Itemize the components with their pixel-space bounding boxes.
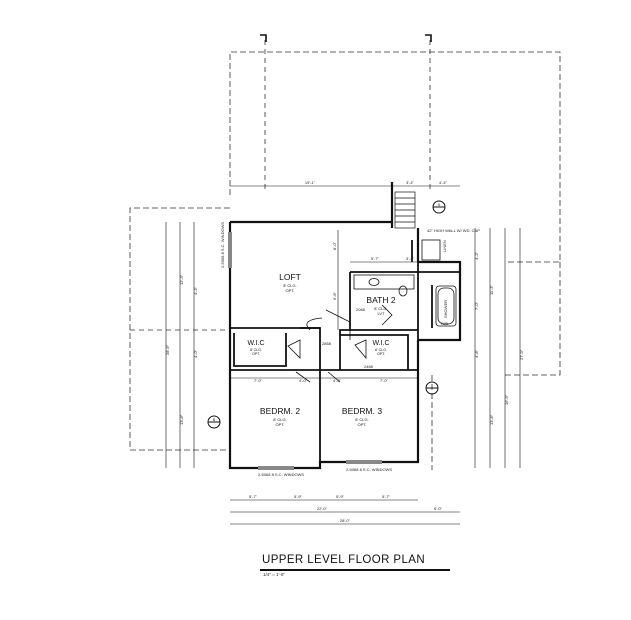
dim-right-e: 16'-9" [504, 394, 509, 405]
room-bedrm2-ceiling: 8' CLG. [273, 417, 286, 422]
dim-bot-a: 5'-7" [249, 494, 258, 499]
room-loft-name: LOFT [279, 272, 301, 282]
dim-left-a: 12'-3" [179, 274, 184, 285]
room-wic-left-name: W.I.C [247, 340, 264, 347]
note-door-2068: 2068 [356, 307, 366, 312]
dim-loft-h2: 6'-8" [332, 291, 337, 300]
dim-top-right-b: 4'-4" [439, 180, 448, 185]
section-marker-a-label: A [438, 202, 441, 207]
room-bedrm3-ceiling: 8' CLG. [355, 417, 368, 422]
dim-right-d: 4'-8" [474, 349, 479, 358]
note-linen: LINEN [442, 240, 447, 252]
note-high-wall: 42" HIGH WALL W/ WD. CAP [427, 228, 480, 233]
dim-right-b: 11'-3" [489, 285, 494, 295]
section-marker-b-label: B [213, 417, 216, 422]
room-loft-note: OPT. [286, 288, 295, 293]
plan-title-underline [260, 569, 450, 571]
room-wic-right-name: W.I.C [372, 340, 389, 347]
room-wic-right-ceiling: 8' CLG. [375, 348, 387, 352]
door-swings [287, 304, 393, 383]
room-bedrm2-note: OPT. [276, 422, 285, 427]
section-markers [207, 200, 446, 429]
note-tub: TUB [440, 321, 448, 326]
dim-top-right-a: 3'-4" [406, 180, 415, 185]
room-wic-left-ceiling: 8' CLG. [250, 348, 262, 352]
dim-left-overall: 28'-6" [165, 344, 170, 355]
dim-wic-w2: 4'-0" [299, 378, 308, 383]
dim-loft-h: 8'-0" [332, 241, 337, 250]
dim-bot-d: 5'-7" [382, 494, 391, 499]
note-shower: SHOWER [443, 300, 448, 318]
note-window-bottom-left: 2-5068 8 S.C. WINDOWS [258, 472, 304, 477]
dim-right-a: 4'-2" [474, 251, 479, 260]
dim-left-c: 4'-0" [193, 349, 198, 358]
room-bedrm3-name: BEDRM. 3 [342, 406, 382, 416]
dim-bath-w: 5'-7" [371, 256, 380, 261]
note-window-bottom-right: 2-5068 8 S.C. WINDOWS [346, 467, 392, 472]
dim-top-overall: 19'-1" [305, 180, 316, 185]
room-bath2-note: LVT [377, 311, 385, 316]
room-bath2-ceiling: 8' CLG. [374, 306, 387, 311]
dim-right-c: 7'-0" [474, 301, 479, 310]
ridge-end-marks [260, 34, 432, 42]
dim-wic-w4: 7'-0" [380, 378, 389, 383]
interior-walls [230, 240, 460, 468]
dim-bot-side: 6'-0" [434, 506, 443, 511]
dim-bot-mid: 22'-0" [317, 506, 328, 511]
dim-bot-c: 5'-9" [336, 494, 345, 499]
note-window-left: 2-5068 8 S.C. WINDOWS [220, 222, 225, 268]
dim-bath-w2: 3'-4" [406, 256, 415, 261]
room-bath2-name: BATH 2 [366, 295, 395, 305]
exterior-walls [228, 182, 462, 470]
ridge-lines-dashed [130, 40, 431, 331]
plan-title: UPPER LEVEL FLOOR PLAN [262, 554, 426, 566]
dim-right-overall: 27'-9" [519, 349, 524, 360]
bath-fixtures [353, 239, 457, 327]
dimension-lines [165, 185, 521, 525]
room-wic-right-note: OPT. [377, 352, 385, 356]
dim-right-f: 13'-8" [489, 414, 494, 425]
room-loft-ceiling: 8' CLG. [283, 283, 296, 288]
room-bedrm2-name: BEDRM. 2 [260, 406, 300, 416]
dim-wic-w1: 7'-0" [254, 378, 263, 383]
wall-hatching [228, 232, 382, 470]
dim-left-d: 13'-8" [179, 414, 184, 425]
room-bedrm3-note: OPT. [358, 422, 367, 427]
note-door-2468: 2468 [364, 364, 374, 369]
dim-wic-w3: 4'-0" [333, 378, 342, 383]
note-door-2868: 2868 [322, 341, 332, 346]
dim-left-b: 4'-3" [193, 286, 198, 295]
plan-scale: 1/4" = 1'-0" [263, 572, 285, 577]
dim-bot-overall: 28'-0" [340, 518, 351, 523]
room-wic-left-note: OPT. [252, 352, 260, 356]
stair [394, 191, 416, 229]
dim-bot-b: 5'-9" [294, 494, 303, 499]
